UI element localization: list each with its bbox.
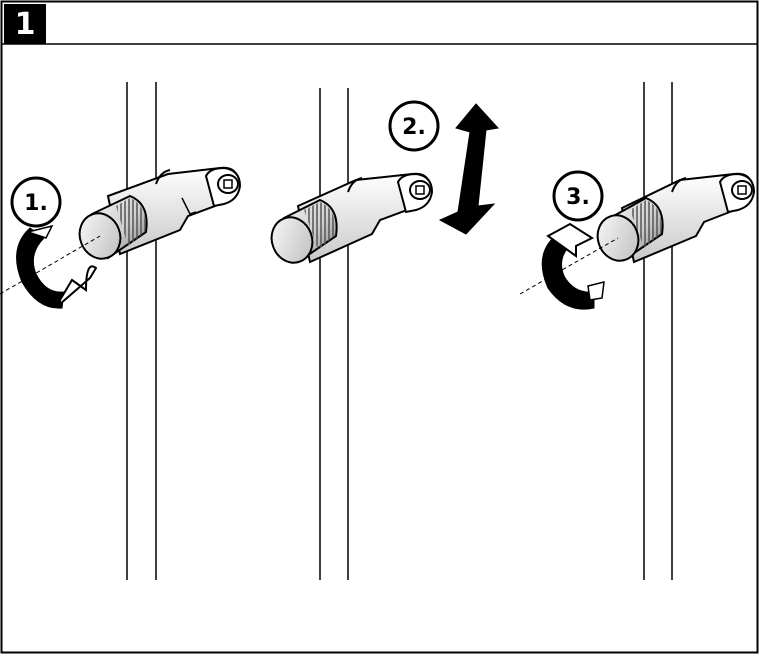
rail-2 [319,88,349,580]
rail-3 [643,82,673,580]
rotation-arrow-3 [541,222,605,310]
step-badge-1: 1. [10,176,62,228]
locking-knob-2 [270,198,338,264]
rotation-axis-1 [0,235,101,295]
step-label-3: 3. [566,185,590,210]
rail-1 [126,82,157,580]
up-down-arrow [438,103,499,235]
step-label-1: 1. [24,191,48,216]
step-badge-2: 2. [388,100,440,152]
locking-knob-1 [78,194,148,260]
step-badge-3: 3. [552,170,604,222]
figure-number-badge: 1 [4,4,46,44]
rotation-arrow-1 [16,224,98,309]
rotation-axis-3 [519,237,619,295]
locking-knob-3 [596,196,664,262]
step-label-2: 2. [402,115,426,140]
